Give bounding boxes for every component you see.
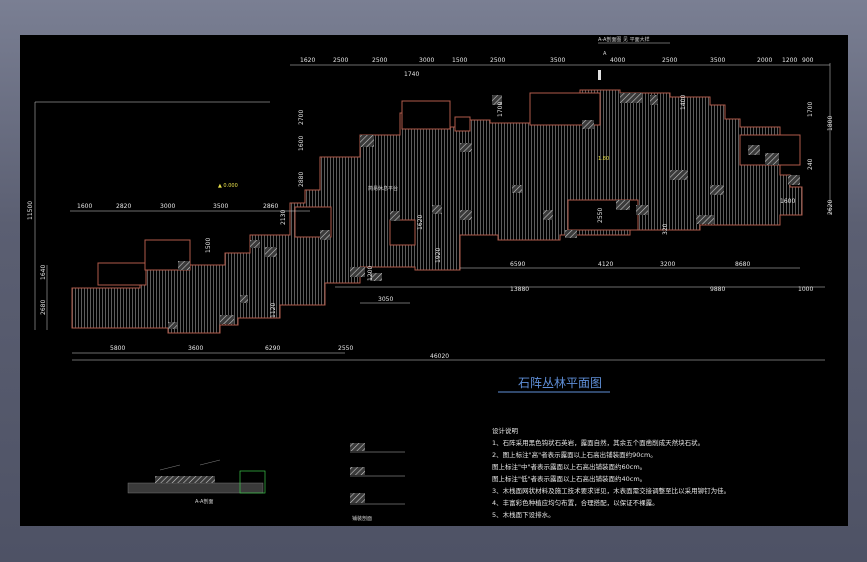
- svg-text:2880: 2880: [298, 172, 305, 187]
- svg-text:1700: 1700: [807, 102, 814, 117]
- svg-text:3500: 3500: [710, 57, 725, 64]
- svg-text:图上标注"低"者表示露面以上石高出铺装面约40cm。: 图上标注"低"者表示露面以上石高出铺装面约40cm。: [492, 474, 646, 483]
- left-dimension-labels: 1600 2820 3000 3500 2860: [77, 203, 278, 210]
- svg-text:1600: 1600: [298, 136, 305, 151]
- svg-text:2500: 2500: [662, 57, 677, 64]
- svg-text:3200: 3200: [660, 261, 675, 268]
- svg-text:3000: 3000: [419, 57, 434, 64]
- svg-text:11500: 11500: [27, 201, 34, 220]
- svg-text:2820: 2820: [116, 203, 131, 210]
- svg-text:A: A: [603, 51, 607, 57]
- svg-text:1120: 1120: [270, 303, 277, 318]
- paving-detail: 铺装剖面: [350, 443, 405, 522]
- svg-text:2550: 2550: [338, 345, 353, 352]
- svg-text:1700: 1700: [497, 102, 504, 117]
- svg-text:6590: 6590: [510, 261, 525, 268]
- svg-text:6290: 6290: [265, 345, 280, 352]
- svg-text:1920: 1920: [435, 248, 442, 263]
- svg-text:13880: 13880: [510, 286, 529, 293]
- svg-text:3500: 3500: [213, 203, 228, 210]
- svg-text:320: 320: [662, 223, 669, 235]
- top-dimension-labels: 1620 2500 2500 3000 1500 2500 3500 4000 …: [300, 57, 814, 78]
- svg-text:1500: 1500: [452, 57, 467, 64]
- svg-text:240: 240: [807, 158, 814, 170]
- svg-text:5、木栈面下设排水。: 5、木栈面下设排水。: [492, 510, 555, 519]
- svg-text:2500: 2500: [372, 57, 387, 64]
- svg-text:9880: 9880: [710, 286, 725, 293]
- svg-text:4、丰富彩色种植应均匀布置，合理搭配，以保证不裸露。: 4、丰富彩色种植应均匀布置，合理搭配，以保证不裸露。: [492, 498, 659, 507]
- svg-text:1620: 1620: [300, 57, 315, 64]
- svg-text:1600: 1600: [780, 198, 795, 205]
- inner-dimension-labels: 2700 1600 2880 2130 1500 1200 1120 1920 …: [205, 95, 834, 318]
- svg-text:2000: 2000: [757, 57, 772, 64]
- svg-text:46020: 46020: [430, 353, 449, 360]
- dimension-lines: [34, 63, 831, 361]
- bottom-right-dimension-labels: 6590 4120 3200 8680 13880 9880 1000 3050: [378, 261, 813, 303]
- svg-text:3、木栈面网状材料及施工技术要求详见，木表面需交接调整至比以: 3、木栈面网状材料及施工技术要求详见，木表面需交接调整至比以采用铆钉为佳。: [492, 486, 730, 495]
- svg-text:1200: 1200: [782, 57, 797, 64]
- svg-text:2700: 2700: [298, 110, 305, 125]
- cad-drawing-canvas[interactable]: 1620 2500 2500 3000 1500 2500 3500 4000 …: [20, 35, 848, 526]
- section-label: A-A剖面图 见 平面大样 A: [598, 36, 670, 80]
- svg-text:2550: 2550: [597, 208, 604, 223]
- svg-text:A-A剖面图 见 平面大样: A-A剖面图 见 平面大样: [598, 36, 650, 43]
- drawing-title: 石阵丛林平面图: [498, 376, 610, 393]
- svg-text:2860: 2860: [263, 203, 278, 210]
- design-notes: 设计说明 1、石阵采用黑色钩状石英岩，露面自然，其余五个面凿削成天然块石状。 2…: [492, 426, 730, 519]
- svg-text:3050: 3050: [378, 296, 393, 303]
- svg-text:3600: 3600: [188, 345, 203, 352]
- section-detail-aa: A-A剖面: [127, 459, 266, 505]
- svg-text:设计说明: 设计说明: [492, 426, 519, 435]
- vertical-dimension-labels: 11500 1640 2680: [27, 201, 47, 315]
- svg-text:1000: 1000: [798, 286, 813, 293]
- svg-text:图上标注"中"者表示露面以上石高出铺装面约60cm。: 图上标注"中"者表示露面以上石高出铺装面约60cm。: [492, 462, 646, 471]
- svg-text:铺装剖面: 铺装剖面: [352, 515, 372, 522]
- svg-text:1400: 1400: [680, 95, 687, 110]
- svg-text:3500: 3500: [550, 57, 565, 64]
- svg-text:2130: 2130: [280, 210, 287, 225]
- svg-text:4000: 4000: [610, 57, 625, 64]
- svg-text:1600: 1600: [77, 203, 92, 210]
- svg-text:1640: 1640: [40, 265, 47, 280]
- svg-text:2500: 2500: [333, 57, 348, 64]
- stone-blocks: [168, 93, 800, 329]
- svg-text:2500: 2500: [490, 57, 505, 64]
- svg-text:1500: 1500: [205, 238, 212, 253]
- svg-text:石阵丛林平面图: 石阵丛林平面图: [518, 376, 602, 390]
- center-label: 简易休息平台: [368, 185, 398, 192]
- svg-text:900: 900: [802, 57, 814, 64]
- elevation-marker: ▲ 0.000: [218, 183, 238, 189]
- svg-text:4120: 4120: [598, 261, 613, 268]
- svg-text:1、石阵采用黑色钩状石英岩，露面自然，其余五个面凿削成天然块: 1、石阵采用黑色钩状石英岩，露面自然，其余五个面凿削成天然块石状。: [492, 438, 704, 447]
- svg-text:5800: 5800: [110, 345, 125, 352]
- svg-text:2620: 2620: [827, 200, 834, 215]
- svg-text:3000: 3000: [160, 203, 175, 210]
- bottom-left-dimension-labels: 5800 3600 6290 2550 46020: [110, 345, 449, 360]
- svg-text:1800: 1800: [827, 116, 834, 131]
- drawing-svg: 1620 2500 2500 3000 1500 2500 3500 4000 …: [27, 36, 834, 522]
- svg-text:1740: 1740: [404, 71, 419, 78]
- svg-text:2、图上标注"高"者表示露面以上石高出铺装面约90cm。: 2、图上标注"高"者表示露面以上石高出铺装面约90cm。: [492, 450, 657, 459]
- svg-text:2680: 2680: [40, 300, 47, 315]
- svg-text:8680: 8680: [735, 261, 750, 268]
- svg-text:1620: 1620: [417, 215, 424, 230]
- svg-text:1200: 1200: [367, 266, 374, 281]
- elevation-marker-2: 1.80: [598, 156, 609, 162]
- svg-text:A-A剖面: A-A剖面: [195, 498, 213, 505]
